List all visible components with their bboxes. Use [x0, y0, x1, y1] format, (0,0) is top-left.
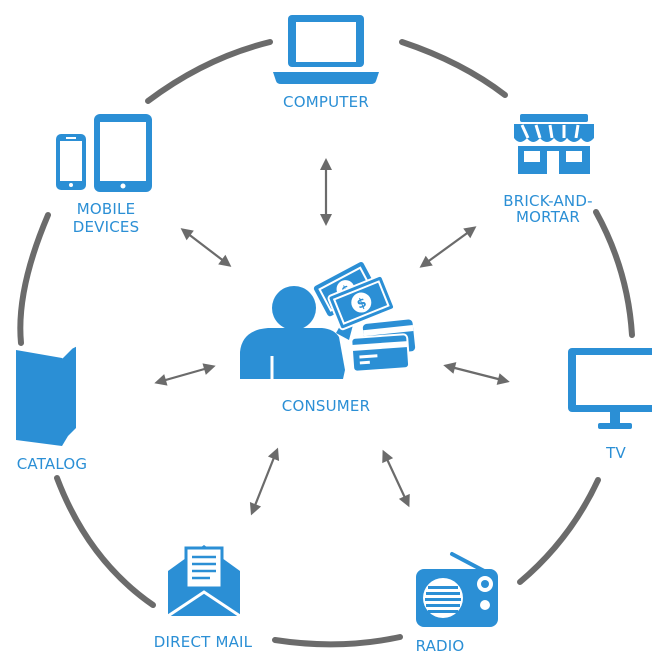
outer-ring [17, 39, 635, 648]
arrow-computer [320, 158, 332, 226]
ring-segment [54, 475, 156, 608]
arrow-tv [443, 362, 510, 385]
ring-segment [593, 209, 635, 338]
arrow-mobile-devices [180, 228, 232, 267]
channel-mobile-label-line-2: DEVICES [73, 218, 140, 236]
envelope-letter-icon [167, 545, 241, 618]
channel-catalog: CATALOG [16, 345, 87, 473]
money-bills-icon: $ $ [313, 262, 396, 331]
ring-segment [399, 39, 508, 98]
ring-segment [272, 634, 403, 648]
arrow-catalog [154, 363, 216, 386]
channel-mobile-label-line-1: MOBILE [77, 200, 136, 218]
arrow-direct-mail [249, 447, 280, 516]
arrow-brick-and-mortar [419, 226, 477, 268]
credit-cards-icon [350, 319, 416, 373]
ring-segment [517, 477, 601, 585]
ring-segment [145, 39, 273, 104]
person-head [272, 286, 316, 330]
connection-arrows [154, 158, 510, 516]
channel-brick-label-line-2: MORTAR [516, 208, 580, 226]
radio-icon [416, 552, 498, 627]
channel-brick-label-line-1: BRICK-AND- [503, 192, 592, 210]
channel-brick-and-mortar: BRICK-AND- MORTAR [503, 114, 594, 226]
channel-tv: TV [568, 348, 652, 462]
channel-computer-label: COMPUTER [283, 93, 369, 111]
channel-mobile-devices: MOBILE DEVICES [56, 114, 152, 236]
channel-direct-mail-label: DIRECT MAIL [154, 633, 253, 651]
center-consumer-label: CONSUMER [282, 397, 370, 415]
channel-tv-label: TV [605, 444, 626, 462]
monitor-icon [568, 348, 652, 429]
laptop-icon [273, 15, 379, 84]
consumer-with-money-and-cards-icon: $ $ [240, 262, 416, 379]
person-body [240, 328, 345, 379]
arrow-radio [382, 449, 410, 508]
channel-direct-mail: DIRECT MAIL [154, 545, 253, 651]
channel-catalog-label: CATALOG [17, 455, 87, 473]
ring-segment [17, 212, 51, 346]
storefront-icon [514, 114, 594, 174]
catalog-book-icon [16, 345, 77, 446]
phone-and-tablet-icon [56, 114, 152, 192]
channel-computer: COMPUTER [273, 15, 379, 111]
channel-radio-label: RADIO [416, 637, 465, 653]
center-consumer: $ $ [240, 262, 416, 415]
channel-radio: RADIO [416, 552, 498, 653]
